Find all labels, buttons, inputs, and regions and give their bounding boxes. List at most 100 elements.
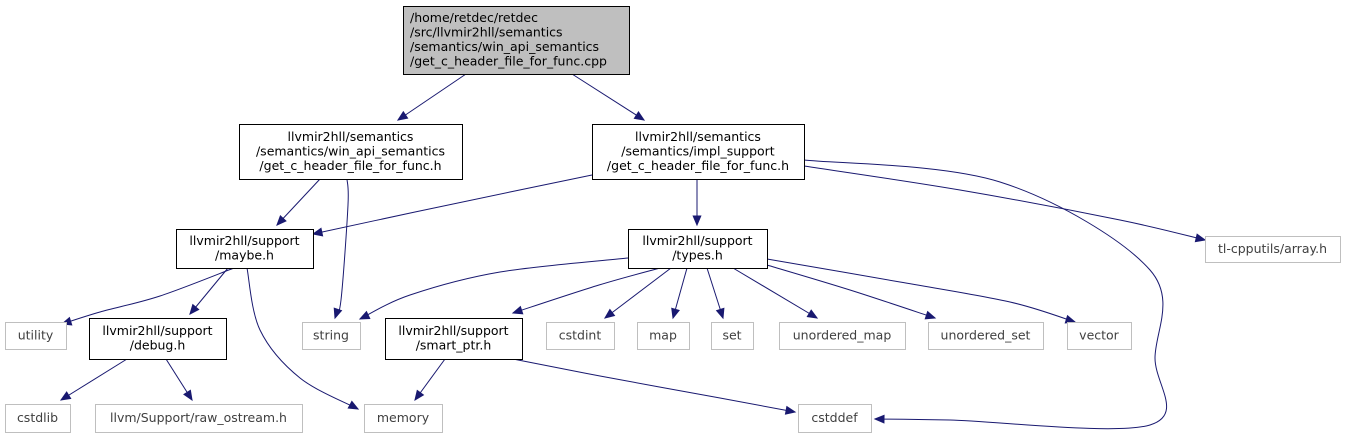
arrowhead-icon <box>924 310 937 320</box>
node-box <box>628 229 768 269</box>
edge-line <box>246 267 359 410</box>
node-label-line: llvmir2hll/support <box>642 233 752 248</box>
arrowhead-icon <box>873 414 885 424</box>
node-impl-support-h[interactable]: llvmir2hll/semantics/semantics/impl_supp… <box>592 124 805 180</box>
node-label-line: llvm/Support/raw_ostream.h <box>110 410 287 425</box>
node-label-line: llvmir2hll/support <box>189 233 299 248</box>
edge-types_h-to-map <box>671 267 688 320</box>
arrowhead-icon <box>692 215 702 227</box>
node-label-line: /maybe.h <box>215 248 274 263</box>
node-label-line: /semantics/win_api_semantics <box>410 39 599 54</box>
node-label-line: llvmir2hll/support <box>102 323 212 338</box>
node-raw-ostream-h: llvm/Support/raw_ostream.h <box>95 404 303 433</box>
node-set: set <box>711 322 754 350</box>
node-label-line: tl-cpputils/array.h <box>1218 241 1327 256</box>
node-box <box>711 322 754 350</box>
edge-impl_support_h-to-array_h <box>803 165 1207 243</box>
node-box <box>95 404 303 433</box>
edge-types_h-to-cstdint <box>603 267 672 319</box>
arrowhead-icon <box>784 405 797 415</box>
node-label-line: /get_c_header_file_for_func.h <box>259 158 441 173</box>
edge-win_api_h-to-maybe_h <box>276 178 321 226</box>
edge-impl_support_h-to-types_h <box>692 179 702 227</box>
node-box <box>364 404 443 433</box>
node-label-line: llvmir2hll/semantics <box>288 129 414 144</box>
arrowhead-icon <box>311 227 324 237</box>
node-box <box>403 6 630 75</box>
edges-layer <box>59 73 1207 430</box>
arrowhead-icon <box>806 309 819 319</box>
edge-line <box>359 257 629 320</box>
edge-maybe_h-to-debug_h <box>189 267 229 315</box>
node-label-line: llvmir2hll/support <box>398 323 508 338</box>
node-label-line: vector <box>1079 327 1120 342</box>
node-utility: utility <box>5 322 67 350</box>
edge-line <box>766 258 1076 323</box>
edge-line <box>604 267 672 319</box>
node-debug-h[interactable]: llvmir2hll/support/debug.h <box>89 318 227 360</box>
node-root[interactable]: /home/retdec/retdec/src/llvmir2hll/seman… <box>403 6 630 75</box>
arrowhead-icon <box>414 389 425 402</box>
edge-types_h-to-set <box>706 267 725 320</box>
arrowhead-icon <box>603 308 616 319</box>
edge-line <box>276 178 321 226</box>
node-box <box>239 124 463 180</box>
node-label-line: cstdint <box>559 327 602 342</box>
node-memory: memory <box>364 404 443 433</box>
node-box <box>546 322 615 350</box>
edge-impl_support_h-to-maybe_h <box>311 174 593 237</box>
edge-line <box>803 159 1168 430</box>
node-label-line: utility <box>18 327 54 342</box>
edge-line <box>766 264 936 319</box>
edge-line <box>512 267 661 314</box>
node-label-line: /get_c_header_file_for_func.cpp <box>410 54 607 69</box>
arrowhead-icon <box>333 307 343 320</box>
node-label-line: /get_c_header_file_for_func.h <box>607 158 789 173</box>
edge-line <box>334 178 349 319</box>
node-box <box>385 318 523 360</box>
arrowhead-icon <box>396 110 409 121</box>
edge-maybe_h-to-utility <box>60 267 235 326</box>
edge-types_h-to-smart_ptr_h <box>511 267 661 315</box>
node-box <box>1067 322 1132 350</box>
arrowhead-icon <box>276 214 287 226</box>
node-box <box>5 404 71 433</box>
node-label-line: cstddef <box>811 410 858 425</box>
nodes-layer: /home/retdec/retdec/src/llvmir2hll/seman… <box>5 6 1341 433</box>
arrowhead-icon <box>1064 314 1077 324</box>
node-map: map <box>637 322 690 350</box>
edge-types_h-to-unordered_map <box>732 267 819 319</box>
node-box <box>928 322 1044 350</box>
node-cstdlib: cstdlib <box>5 404 71 433</box>
edge-line <box>189 267 229 315</box>
node-smart-ptr-h[interactable]: llvmir2hll/support/smart_ptr.h <box>385 318 523 360</box>
arrowhead-icon <box>358 310 371 320</box>
edge-smart_ptr_h-to-memory <box>414 358 446 402</box>
arrowhead-icon <box>1194 233 1207 243</box>
node-label-line: string <box>313 327 349 342</box>
node-maybe-h[interactable]: llvmir2hll/support/maybe.h <box>176 229 314 269</box>
node-label-line: llvmir2hll/semantics <box>635 129 761 144</box>
arrowhead-icon <box>347 400 360 410</box>
node-win-api-h[interactable]: llvmir2hll/semantics/semantics/win_api_s… <box>239 124 463 180</box>
node-box <box>1205 236 1341 263</box>
edge-line <box>60 358 128 401</box>
arrowhead-icon <box>59 391 72 401</box>
node-box <box>302 322 361 350</box>
node-label-line: /semantics/impl_support <box>621 143 775 158</box>
edge-debug_h-to-cstdlib <box>59 358 128 401</box>
node-label-line: unordered_map <box>793 327 892 342</box>
edge-impl_support_h-to-cstddef <box>803 159 1168 430</box>
node-label-line: map <box>649 327 677 342</box>
edge-line <box>61 267 235 325</box>
node-types-h[interactable]: llvmir2hll/support/types.h <box>628 229 768 269</box>
node-label-line: /types.h <box>672 248 723 263</box>
arrowhead-icon <box>671 307 680 320</box>
node-string: string <box>302 322 361 350</box>
node-vector: vector <box>1067 322 1132 350</box>
node-array-h: tl-cpputils/array.h <box>1205 236 1341 263</box>
node-label-line: /src/llvmir2hll/semantics <box>410 25 563 40</box>
edge-line <box>803 165 1206 241</box>
node-box <box>89 318 227 360</box>
